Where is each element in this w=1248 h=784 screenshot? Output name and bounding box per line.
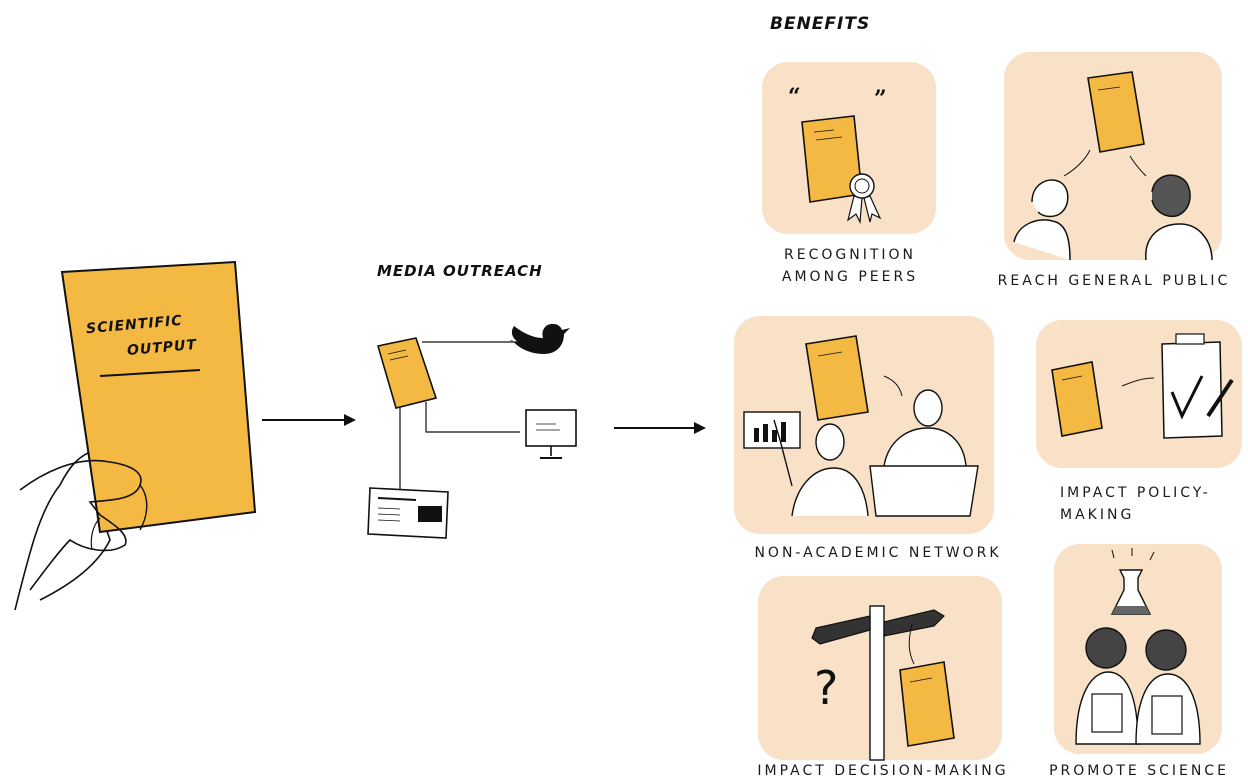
newspaper-icon: [367, 487, 449, 539]
signpost-icon: [811, 605, 945, 761]
benefit-label-non-academic-line1: NON-ACADEMIC NETWORK: [754, 545, 1002, 561]
benefit-label-promote-science-line1: PROMOTE SCIENCE: [1049, 763, 1229, 779]
benefit-label-decision: IMPACT DECISION-MAKING: [752, 760, 1014, 782]
benefit-label-recognition-line1: RECOGNITION: [784, 247, 916, 263]
quote-icon: “: [788, 84, 801, 110]
scientific-output-booklet: [60, 260, 257, 534]
clipboard-check-icon: [1161, 333, 1234, 439]
question-mark-icon: ?: [814, 661, 838, 715]
backpack-student-icon: [1135, 629, 1201, 745]
general-public-illustration: [1013, 71, 1213, 261]
scientific-output-illustration: [14, 260, 257, 611]
promote-science-illustration: [1075, 548, 1201, 745]
person-icon: [773, 419, 869, 517]
media-outreach-title: MEDIA OUTREACH: [377, 262, 543, 280]
arrow-to-benefits: [614, 422, 706, 434]
thumb-icon: [19, 459, 142, 591]
non-academic-illustration: [743, 335, 979, 517]
benefit-label-non-academic: NON-ACADEMIC NETWORK: [734, 542, 1022, 564]
person-icon: [1013, 179, 1071, 261]
benefit-label-general-public-line1: REACH GENERAL PUBLIC: [997, 273, 1231, 289]
benefit-label-policy-line2: MAKING: [1060, 507, 1135, 523]
decision-illustration: ?: [811, 605, 955, 761]
benefit-label-promote-science: PROMOTE SCIENCE: [1030, 760, 1248, 782]
quote-icon: ”: [874, 86, 887, 112]
award-ribbon-icon: [847, 173, 882, 225]
flask-icon: [1110, 569, 1152, 615]
arrow-to-outreach: [262, 414, 356, 426]
twitter-bird-icon: [510, 323, 570, 354]
media-outreach-illustration: [367, 323, 577, 539]
benefit-label-decision-line1: IMPACT DECISION-MAKING: [757, 763, 1009, 779]
recognition-illustration: “ ”: [788, 84, 887, 225]
small-booklet-icon: [376, 337, 438, 409]
benefit-label-recognition: RECOGNITION AMONG PEERS: [752, 244, 948, 288]
benefit-label-recognition-line2: AMONG PEERS: [781, 269, 919, 285]
benefit-label-policy-line1: IMPACT POLICY-: [1060, 485, 1211, 501]
benefit-label-policy: IMPACT POLICY- MAKING: [1034, 482, 1248, 526]
hand-icon: [14, 448, 111, 611]
policy-illustration: [1051, 333, 1234, 439]
chart-icon: [743, 411, 801, 449]
benefit-label-general-public: REACH GENERAL PUBLIC: [982, 270, 1246, 292]
person-icon: [1145, 174, 1213, 261]
monitor-icon: [525, 409, 577, 459]
person-icon: [869, 389, 979, 517]
benefits-title: BENEFITS: [770, 14, 871, 34]
backpack-student-icon: [1075, 627, 1139, 745]
